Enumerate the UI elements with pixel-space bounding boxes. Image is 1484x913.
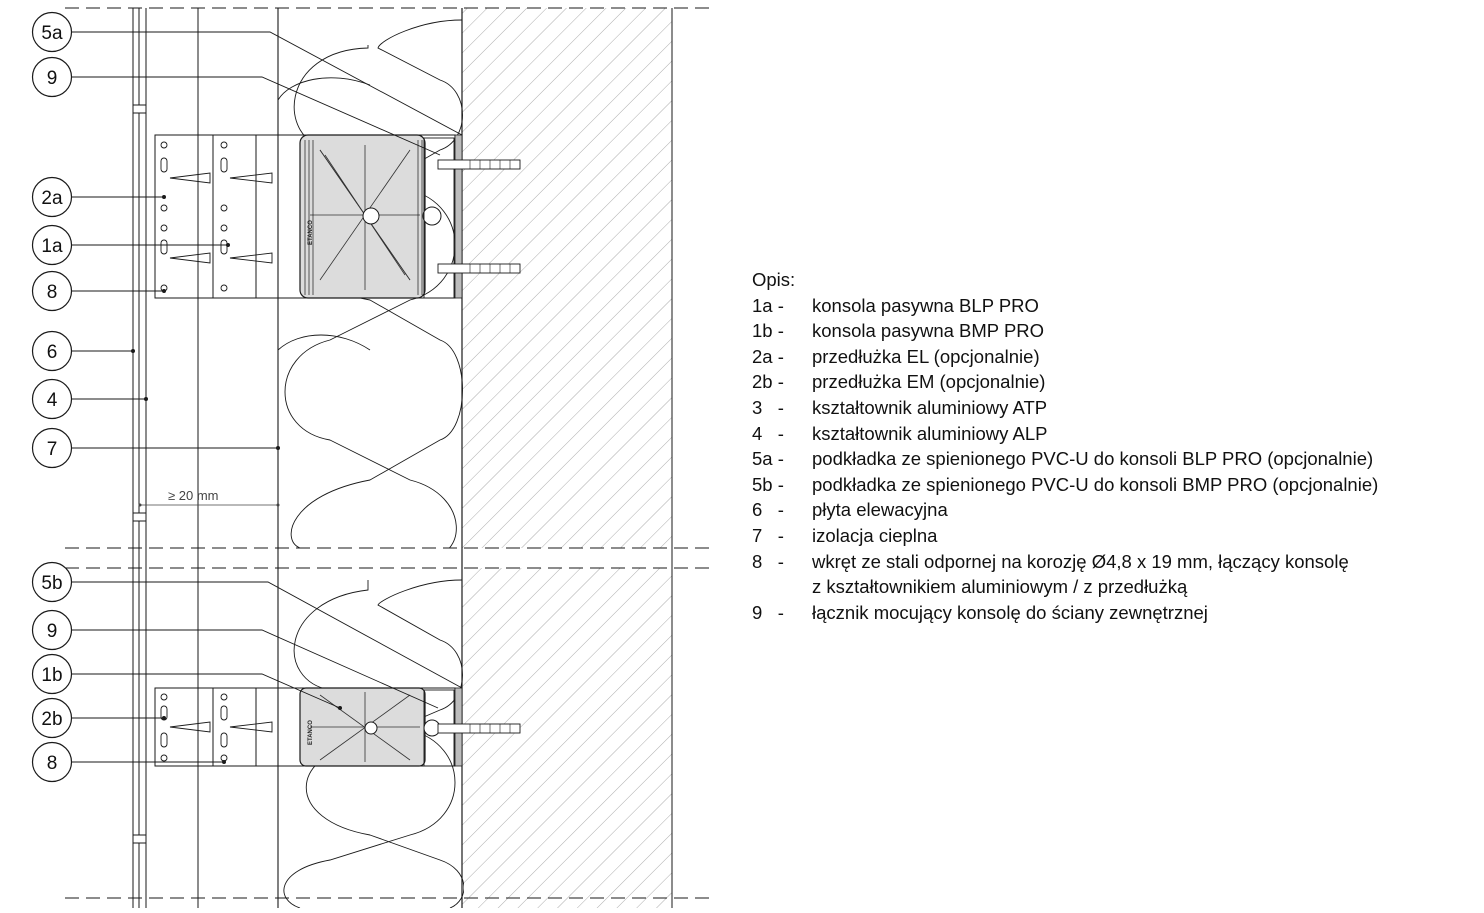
legend-item: 1a - konsola pasywna BLP PRO	[752, 293, 1472, 319]
legend-item: 9 - łącznik mocujący konsolę do ściany ze…	[752, 600, 1472, 626]
legend-item: 6 - płyta elewacyjna	[752, 497, 1472, 523]
leader-dots	[131, 195, 342, 764]
svg-text:2a: 2a	[41, 188, 63, 209]
svg-text:2b: 2b	[41, 709, 62, 730]
bracket-plate-bmp	[220, 693, 273, 762]
break-lines	[65, 7, 715, 899]
legend-item: 5a - podkładka ze spienionego PVC-U do ko…	[752, 446, 1472, 472]
callout-7: 7	[31, 427, 73, 469]
svg-text:9: 9	[47, 68, 58, 89]
facade-panel-and-profiles	[132, 8, 199, 908]
callout-5b: 5b	[31, 561, 73, 603]
legend-item-number: 3 -	[752, 396, 784, 418]
external-wall	[461, 8, 673, 908]
callouts-bottom: 5b 9 1b 2b 8	[31, 561, 73, 783]
svg-text:7: 7	[47, 439, 58, 460]
legend-item-text: płyta elewacyjna	[812, 499, 948, 521]
legend-item-text: przedłużka EM (opcjonalnie)	[812, 371, 1046, 393]
svg-text:4: 4	[47, 390, 58, 411]
svg-text:5b: 5b	[41, 573, 62, 594]
brand-mark-bottom: ETANCO	[308, 720, 314, 745]
legend-item-text: przedłużka EL (opcjonalnie)	[812, 345, 1040, 367]
bracket-bmp-pro-assembly: ETANCO	[154, 687, 521, 767]
legend-item: 3 - kształtownik aluminiowy ATP	[752, 395, 1472, 421]
legend-item-text: podkładka ze spienionego PVC-U do konsol…	[812, 448, 1374, 470]
legend-item-number: 1b -	[752, 320, 784, 342]
legend-item-number: 2a -	[752, 345, 784, 367]
legend-item-number: 1a -	[752, 294, 784, 316]
legend-item-number	[752, 574, 812, 600]
svg-text:8: 8	[47, 753, 58, 774]
callout-9-bottom: 9	[31, 609, 73, 651]
legend-item: 8 - wkręt ze stali odpornej na korozję Ø4…	[752, 549, 1472, 575]
legend-item-number: 7 -	[752, 524, 784, 546]
callout-8: 8	[31, 270, 73, 312]
legend-item-text: kształtownik aluminiowy ALP	[812, 422, 1048, 444]
svg-text:1a: 1a	[41, 236, 63, 257]
legend-item-text: konsola pasywna BMP PRO	[812, 320, 1045, 342]
legend-item: 1b - konsola pasywna BMP PRO	[752, 318, 1472, 344]
legend-item-number: 9 -	[752, 601, 784, 623]
dimension-min-gap: ≥ 20 mm	[138, 488, 280, 507]
svg-text:1b: 1b	[41, 665, 62, 686]
thermal-pad-5b: ETANCO	[299, 687, 426, 767]
svg-text:5a: 5a	[41, 23, 63, 44]
callout-2b: 2b	[31, 697, 73, 739]
callout-5a: 5a	[31, 11, 73, 53]
legend-item: 7 - izolacja cieplna	[752, 523, 1472, 549]
extension-em	[160, 693, 211, 762]
callout-2a: 2a	[31, 176, 73, 218]
legend-item: 2a - przedłużka EL (opcjonalnie)	[752, 344, 1472, 370]
bracket-blp-pro-assembly: ETANCO	[154, 134, 521, 299]
legend-item-number: 5a -	[752, 448, 784, 470]
legend-item: 2b - przedłużka EM (opcjonalnie)	[752, 369, 1472, 395]
thermal-insulation	[277, 8, 464, 908]
leader-lines	[72, 31, 463, 763]
callout-1b: 1b	[31, 653, 73, 695]
legend-item-text: wkręt ze stali odpornej na korozję Ø4,8 …	[812, 550, 1349, 572]
legend-item-text: podkładka ze spienionego PVC-U do konsol…	[812, 473, 1379, 495]
callout-9: 9	[31, 56, 73, 98]
callout-6: 6	[31, 330, 73, 372]
legend-item-text: kształtownik aluminiowy ATP	[812, 396, 1048, 418]
legend-title: Opis:	[752, 269, 796, 290]
legend-item: z kształtownikiem aluminiowym / z przedł…	[752, 574, 1472, 600]
legend-item-number: 5b -	[752, 473, 784, 495]
thermal-pad-5a: ETANCO	[299, 134, 426, 299]
callout-8-bottom: 8	[31, 741, 73, 783]
callout-4: 4	[31, 378, 73, 420]
legend-item-number: 4 -	[752, 422, 784, 444]
dimension-label: ≥ 20 mm	[168, 488, 218, 503]
callouts-top: 5a 9 2a 1a 8 6 4 7	[31, 11, 73, 469]
legend-item: 4 - kształtownik aluminiowy ALP	[752, 421, 1472, 447]
legend-item-text: łącznik mocujący konsolę do ściany zewnę…	[812, 601, 1208, 623]
legend-item: 5b - podkładka ze spienionego PVC-U do ko…	[752, 472, 1472, 498]
legend-item-number: 8 -	[752, 550, 784, 572]
extension-el	[160, 141, 211, 292]
bracket-plate	[220, 141, 273, 292]
callout-1a: 1a	[31, 224, 73, 266]
legend-item-text: konsola pasywna BLP PRO	[812, 294, 1039, 316]
svg-text:8: 8	[47, 282, 58, 303]
legend-item-text: izolacja cieplna	[812, 524, 938, 546]
legend-description: Opis: 1a - konsola pasywna BLP PRO 1b - ko…	[752, 267, 1472, 625]
svg-text:9: 9	[47, 621, 58, 642]
wall-anchor-9-bottom	[423, 687, 521, 767]
legend-item-number: 6 -	[752, 499, 784, 521]
legend-item-number: 2b -	[752, 371, 784, 393]
svg-text:6: 6	[47, 342, 58, 363]
wall-anchor-9	[422, 134, 521, 299]
legend-item-text: z kształtownikiem aluminiowym / z przedł…	[812, 576, 1188, 598]
brand-mark-top: ETANCO	[308, 220, 314, 245]
